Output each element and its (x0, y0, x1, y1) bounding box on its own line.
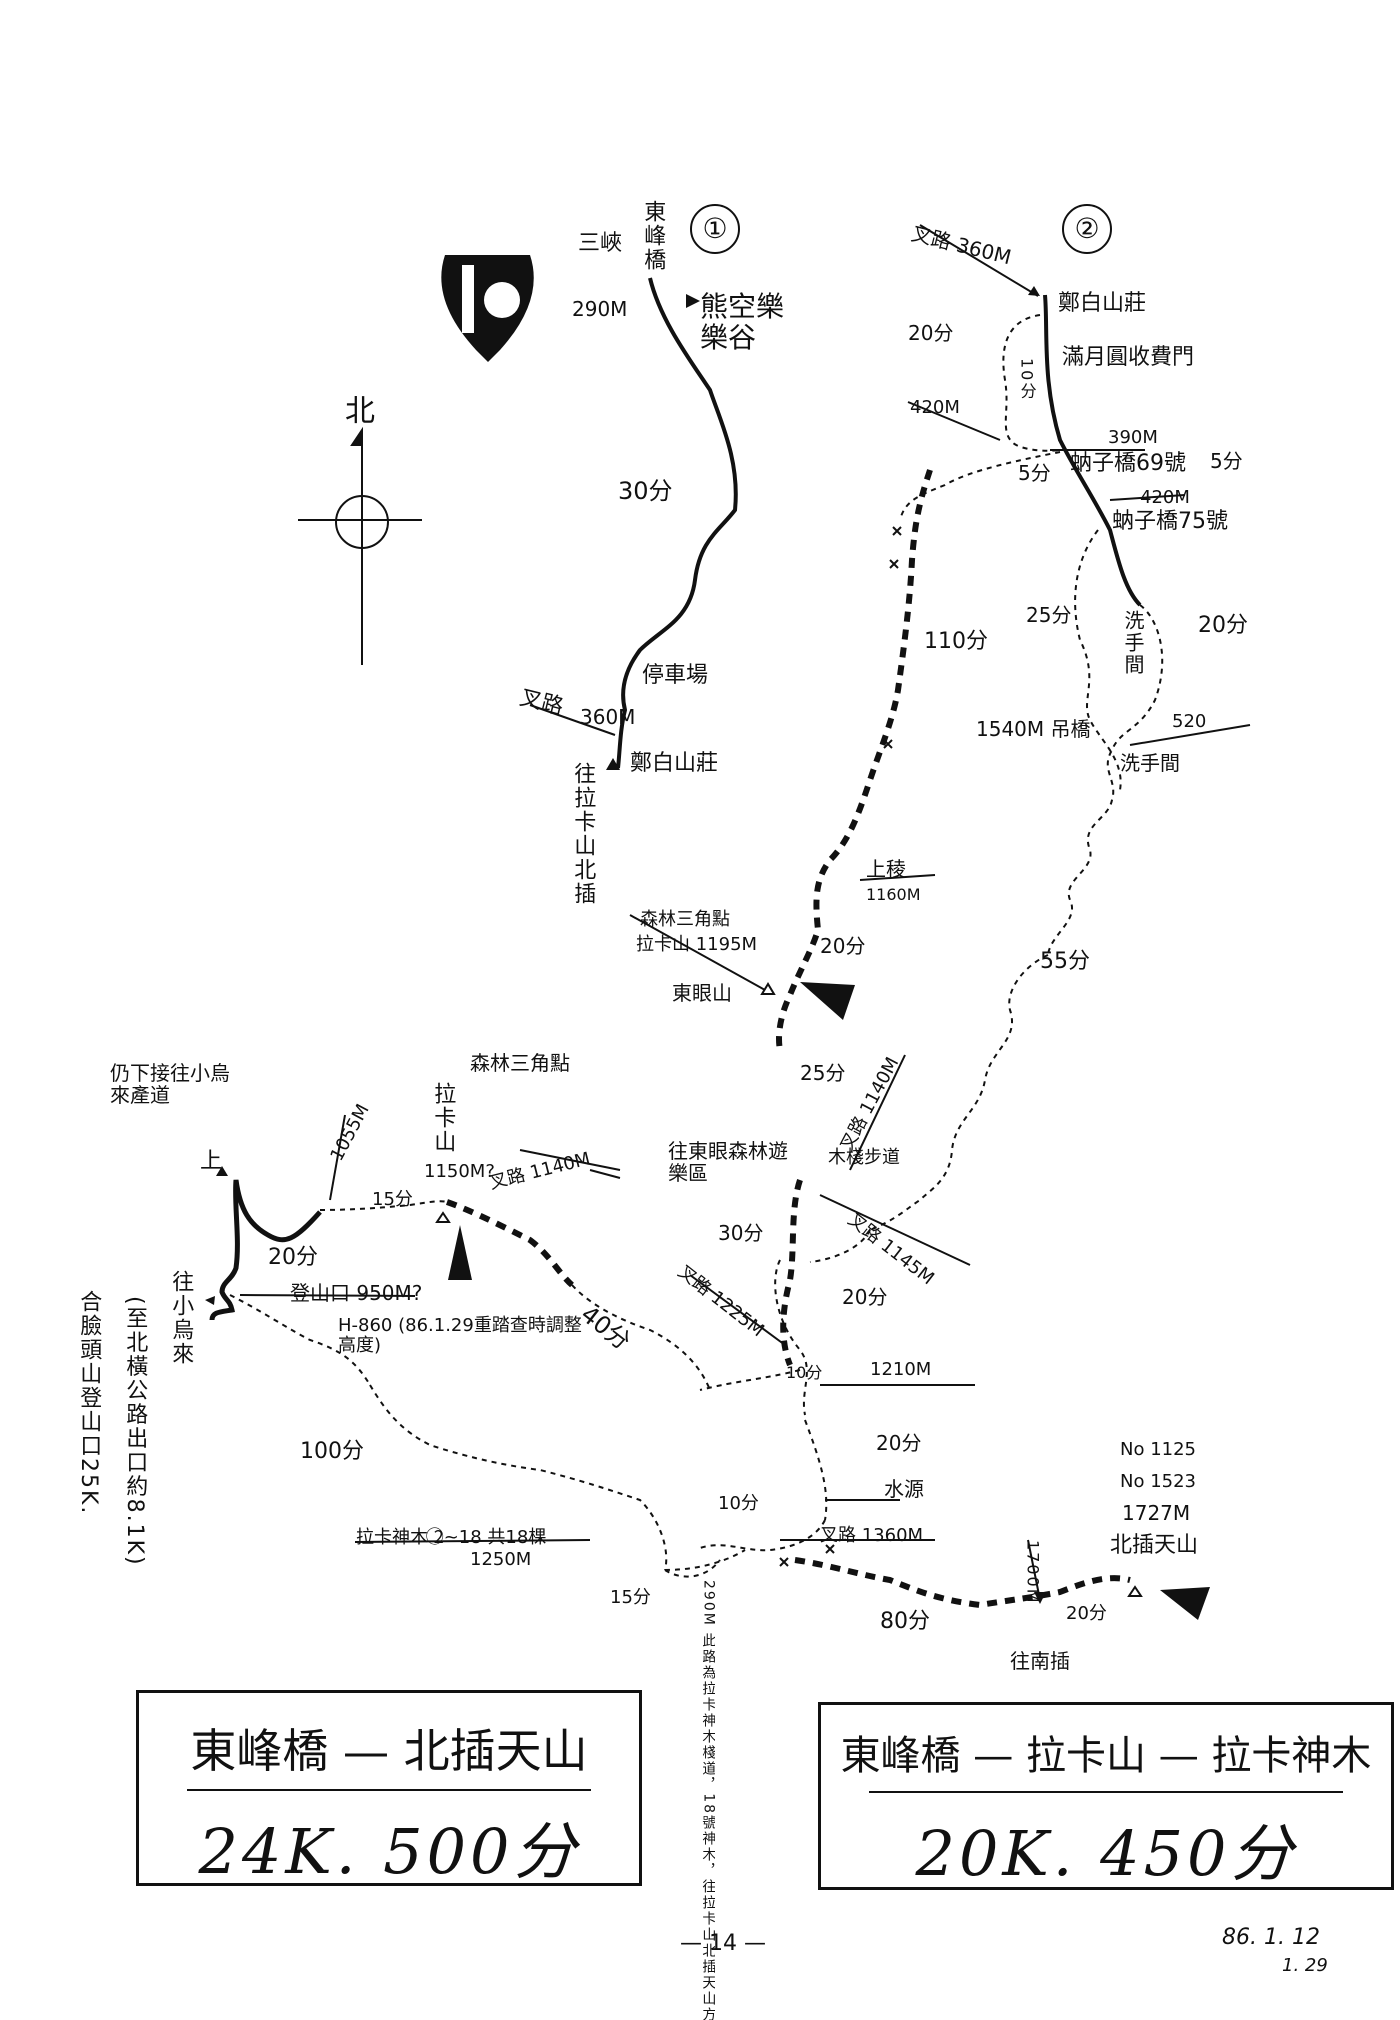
summary2-rule (869, 1791, 1343, 1793)
route2-start: 鄭白山莊 (1058, 291, 1147, 316)
left-up: 上 (200, 1149, 223, 1174)
route2-seg-5-left: 5分 (1018, 461, 1051, 485)
route2-seg-20-end: 20分 (1066, 1603, 1107, 1624)
route2-seg-20-right: 20分 (1198, 613, 1248, 638)
route2-road (1043, 294, 1142, 607)
route2-junction-1360: 叉路 1360M (820, 1525, 924, 1546)
route1-towards: 往拉卡山北插 (570, 762, 596, 906)
summary2-title: 東峰橋 — 拉卡山 — 拉卡神木 (840, 1733, 1372, 1779)
left-note-top: 仍下接往小烏來產道 (110, 1061, 230, 1107)
route1-destination: 熊空樂樂谷 (700, 290, 785, 354)
route2-bridge-69: 蚋子橋69號 (1070, 451, 1186, 476)
route1-junction-elev: 360M (580, 705, 636, 729)
left-vert-hebei: 合臉頭山登山口25K. (76, 1290, 102, 1516)
route2-junction-520: 520 (1172, 711, 1207, 732)
left-tri-point: 森林三角點 (470, 1051, 570, 1075)
route2-peak: 北插天山 (1110, 1533, 1199, 1558)
route2-seg-10-low: 10分 (786, 1363, 823, 1382)
left-seg-20: 20分 (268, 1245, 318, 1270)
survey-points (435, 982, 1143, 1597)
route2-seg-20-low: 20分 (842, 1285, 888, 1309)
left-climb-start: 登山口 950M? (290, 1281, 423, 1305)
compass-rose (298, 426, 422, 665)
left-mountain: 拉卡山 (430, 1082, 456, 1154)
route2-peak-elev: 1727M (1122, 1501, 1191, 1525)
left-road (209, 1179, 322, 1321)
logo-seal (441, 255, 534, 362)
route1-bridge-label: 東峰橋 (640, 200, 666, 272)
route2-main-hike (446, 469, 1131, 1609)
route2-seg-5-right: 5分 (1210, 449, 1243, 473)
route2-toilet: 洗手間 (1120, 751, 1180, 775)
left-seg-15: 15分 (372, 1189, 413, 1210)
route2-seg-80: 80分 (880, 1609, 930, 1634)
route2-seg-25: 25分 (1026, 603, 1072, 627)
left-vert-north-road: (至北橫公路出口約8.1K) (122, 1296, 148, 1567)
summary1-rule (187, 1789, 591, 1791)
route2-suspension-bridge: 1540M 吊橋 (976, 717, 1091, 741)
date-line2: 1. 29 (1282, 1955, 1328, 1976)
route1-start-place: 三峽 (578, 231, 623, 256)
route2-stream: 洗手間 (1121, 610, 1145, 676)
route2-bridge75-elev: 420M (1140, 487, 1190, 508)
route2-water: 水源 (884, 1477, 924, 1501)
route2-tri2: No 1523 (1120, 1471, 1197, 1492)
route2-seg-110: 110分 (924, 629, 988, 654)
route2-sacred-tree: 拉卡神木 2⃝~18 共18棵 (356, 1527, 547, 1548)
summary1-title: 東峰橋 — 北插天山 (190, 1724, 588, 1778)
route1-time-main: 30分 (618, 477, 673, 505)
summary2-value: 20K. 450分 (915, 1817, 1297, 1890)
left-trails (229, 1200, 746, 1578)
route2-to-nancha: 往南插 (1010, 1649, 1070, 1673)
route2-bridge-75: 蚋子橋75號 (1112, 509, 1228, 534)
left-seg-100: 100分 (300, 1439, 364, 1464)
route2-number: ② (1062, 204, 1112, 254)
route2-time-left-top: 20分 (908, 321, 954, 345)
page-number: — 14 — (680, 1931, 766, 1956)
route2-bridge69-elev: 390M (1108, 427, 1158, 448)
route1-end-place: 鄭白山莊 (630, 751, 719, 776)
black-triangle-markers (448, 982, 1210, 1620)
route1-number: ① (690, 204, 740, 254)
route2-seg-10m: 10分 (1017, 358, 1037, 401)
route2-seg-55: 55分 (1040, 949, 1090, 974)
left-mountain-elev: 1150M? (424, 1161, 495, 1182)
summary-box-2: 東峰橋 — 拉卡山 — 拉卡神木 20K. 450分 (818, 1702, 1394, 1890)
route2-seg-30: 30分 (718, 1221, 764, 1245)
route2-lakashan: 拉卡山 1195M (636, 934, 758, 955)
route2-elev-1210: 1210M (870, 1359, 932, 1380)
route2-dongyan: 東眼山 (672, 981, 732, 1005)
route2-seg-15-bottom: 15分 (610, 1587, 651, 1608)
date-line1: 86. 1. 12 (1222, 1925, 1320, 1950)
route2-upper-slope: 上稜 (866, 857, 906, 881)
route2-seg-25-mid: 25分 (800, 1061, 846, 1085)
left-vert-towards: 往小烏來 (168, 1270, 194, 1366)
x-marks (779, 526, 902, 1567)
summary1-value: 24K. 500分 (198, 1815, 580, 1888)
route2-tri1: No 1125 (1120, 1439, 1197, 1460)
route2-descent-note: 290M 此路為拉卡神木棧道，18號神木，往拉卡山北插天山方向走 (700, 1580, 716, 2020)
left-h-note: H-860 (86.1.29重踏查時調整高度) (338, 1315, 582, 1356)
route2-seg-10-bottom: 10分 (718, 1493, 759, 1514)
route1-carpark: 停車場 (642, 663, 709, 688)
route2-trails (699, 314, 1164, 1552)
route1-trail (616, 277, 738, 769)
arrow-heads (205, 286, 1046, 1604)
route2-upper-slope-elev: 1160M (866, 885, 921, 904)
route2-boardwalk: 木棧步道 (828, 1147, 900, 1168)
summary-box-1: 東峰橋 — 北插天山 24K. 500分 (136, 1690, 642, 1888)
route2-sacred-elev: 1250M (470, 1549, 532, 1570)
compass-north-label: 北 (345, 394, 375, 429)
route2-junction-420: 420M (910, 397, 960, 418)
route2-elev-1700: 1700M (1023, 1540, 1043, 1605)
route2-seg-20-bottom: 20分 (876, 1431, 922, 1455)
route1-start-elev: 290M (572, 297, 628, 321)
route2-gate: 滿月圓收費門 (1062, 345, 1195, 370)
route2-seg-20-mid: 20分 (820, 934, 866, 958)
route2-tri-point: 森林三角點 (640, 909, 730, 930)
route2-forest-rec: 往東眼森林遊樂區 (668, 1139, 788, 1185)
pointer-lines (239, 224, 1251, 1601)
